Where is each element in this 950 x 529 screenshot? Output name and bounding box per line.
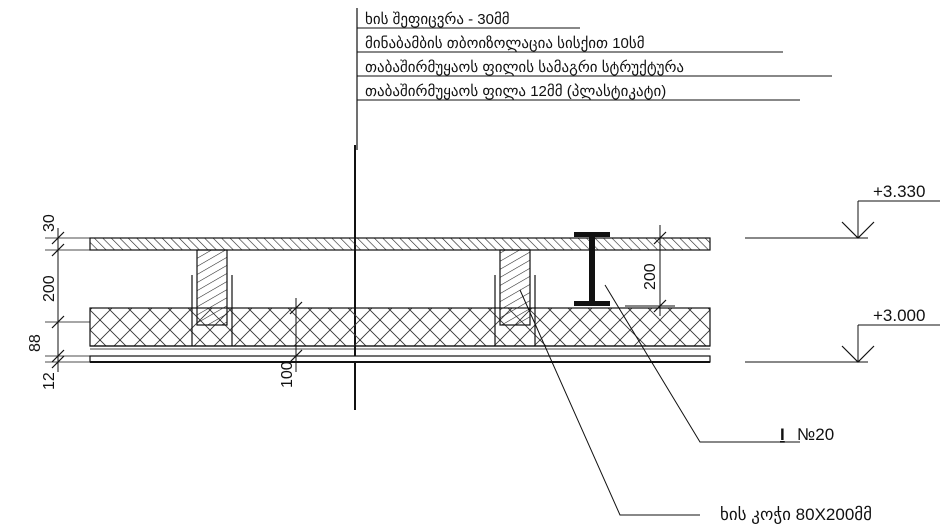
level-marker-bottom: +3.000 [745, 306, 940, 363]
callout-insulation: მინაბამბის თბოიზოლაცია სისქით 10სმ [365, 35, 645, 52]
timber-joist-left [191, 249, 233, 346]
joist-label: ხის კოჭი 80X200მმ [720, 505, 872, 525]
left-dimension-chain: 30 200 88 12 [27, 214, 90, 390]
level-marker-top: +3.330 [745, 182, 940, 239]
joist-leader: ხის კოჭი 80X200მმ [519, 289, 872, 525]
insulation-dimension: 100 [279, 298, 303, 388]
gypsum-frame-structure [90, 345, 710, 350]
beam-symbol: I [780, 425, 785, 444]
gypsum-board-layer [89, 355, 711, 363]
dim-88: 88 [27, 334, 44, 352]
callout-gypsum-frame: თაბაშირმუყაოს ფილის სამაგრი სტრუქტურა [365, 59, 684, 76]
level-bottom: +3.000 [873, 306, 925, 325]
timber-joist-right [494, 249, 536, 346]
dim-12: 12 [41, 372, 58, 390]
beam-label: №20 [797, 425, 834, 444]
dim-100: 100 [279, 361, 296, 388]
level-top: +3.330 [873, 182, 925, 201]
steel-i-beam [574, 232, 610, 306]
beam-leader: I №20 [604, 284, 834, 444]
dim-30: 30 [41, 214, 58, 232]
callout-gypsum-board: თაბაშირმუყაოს ფილა 12მმ (პლასტიკატი) [365, 83, 666, 100]
decking-layer [89, 237, 711, 251]
layer-callout-stack: ხის შეფიცვრა - 30მმ მინაბამბის თბოიზოლაც… [356, 8, 832, 150]
insulation-layer [89, 307, 711, 347]
dim-200-left: 200 [41, 275, 58, 302]
dim-200-beam: 200 [642, 263, 659, 290]
callout-decking: ხის შეფიცვრა - 30მმ [365, 11, 510, 28]
beam-dimension: 200 [625, 225, 675, 316]
